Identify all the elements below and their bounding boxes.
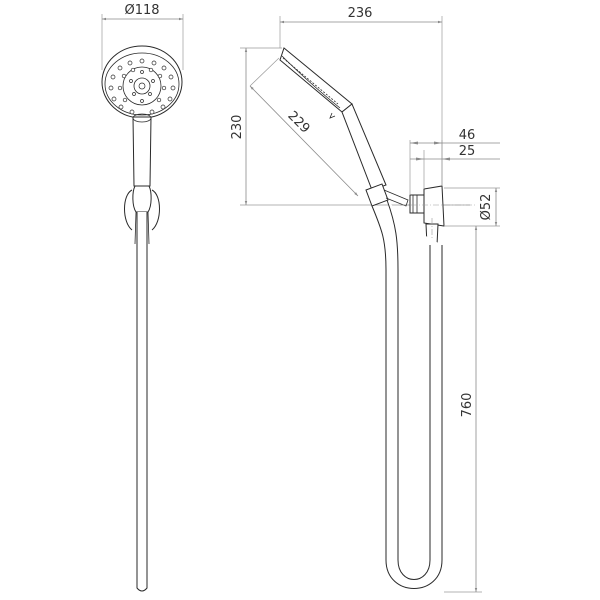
dim-label-overall-height: 230 <box>230 115 245 140</box>
dim-hose-length: 760 <box>444 226 482 593</box>
dim-label-head-diameter: Ø118 <box>124 3 159 18</box>
dim-label-overall-width: 236 <box>348 6 373 21</box>
shower-head-front <box>101 45 183 119</box>
wall-bracket-front <box>124 185 160 245</box>
side-view: 236 230 229 <box>230 6 500 593</box>
handle-front <box>132 113 152 187</box>
shower-head-side <box>279 47 353 119</box>
handle-side <box>341 103 387 191</box>
dim-label-bracket-projection: 46 <box>459 128 476 143</box>
dim-label-handle-length: 229 <box>284 108 312 136</box>
dim-label-hose-length: 760 <box>460 393 475 418</box>
dim-bracket-projection: 46 25 <box>409 128 500 195</box>
hose-side <box>371 199 443 589</box>
dim-head-diameter: Ø118 <box>101 3 184 70</box>
hose-connector <box>365 183 409 207</box>
hose-front <box>136 212 148 592</box>
front-view: Ø118 <box>101 3 184 592</box>
dim-bracket-diameter: Ø52 <box>444 187 500 227</box>
dim-label-bracket-body: 25 <box>459 144 476 159</box>
dim-label-bracket-diameter: Ø52 <box>479 194 494 221</box>
spray-nozzles <box>108 58 176 115</box>
